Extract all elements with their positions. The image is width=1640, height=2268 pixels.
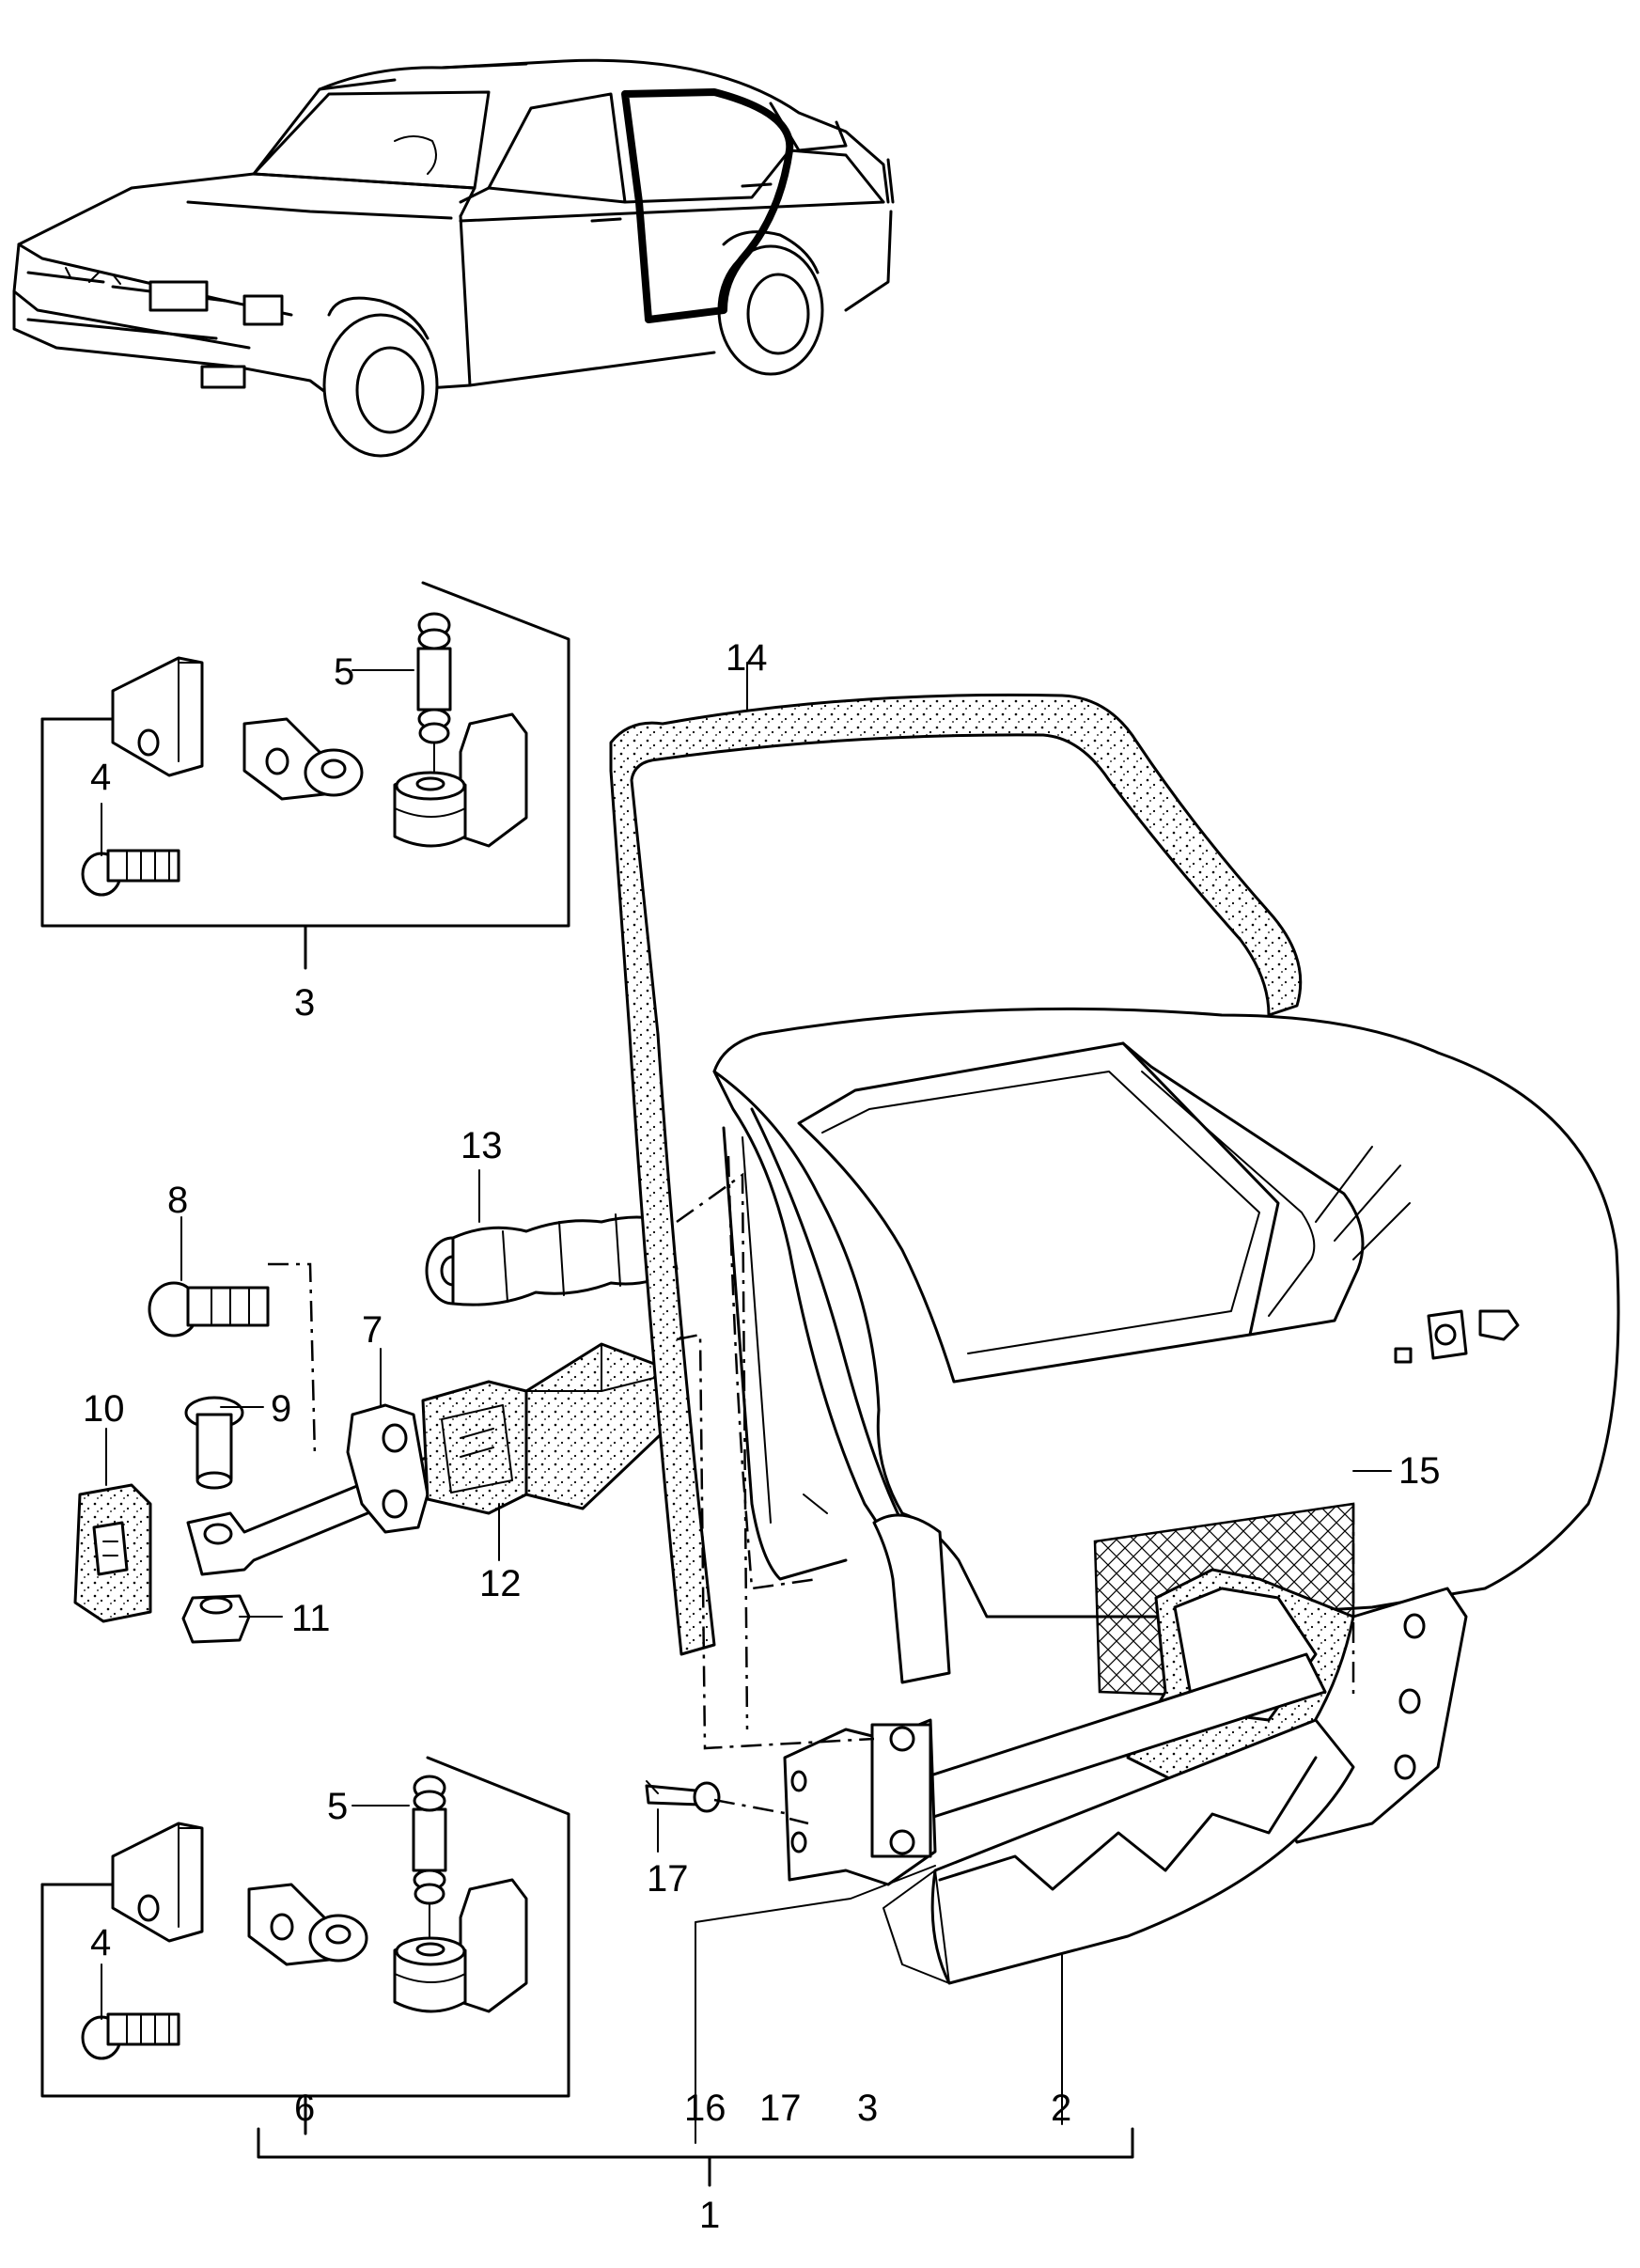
callout-11: 11 <box>291 1598 331 1639</box>
callout-labels: 14 5 4 3 13 8 7 9 10 15 12 11 5 17 4 6 1… <box>83 637 1441 2236</box>
upper-hinge-set <box>40 581 570 970</box>
leader-lines <box>220 662 1392 2187</box>
callout-12: 12 <box>479 1563 522 1604</box>
callout-16: 16 <box>684 2088 726 2129</box>
callout-8: 8 <box>167 1180 188 1221</box>
callout-4-bottom: 4 <box>90 1922 111 1963</box>
lower-hinge-set <box>40 1756 570 2135</box>
car-overview-illustration <box>12 58 895 458</box>
callout-1: 1 <box>699 2195 720 2236</box>
callout-7: 7 <box>362 1309 383 1351</box>
callout-9: 9 <box>271 1388 291 1430</box>
callout-17-bottom: 17 <box>759 2088 802 2129</box>
assembly-guide-lines <box>268 1155 1355 1825</box>
callout-3-top: 3 <box>294 982 315 1024</box>
callout-5-top: 5 <box>334 651 354 693</box>
callout-6: 6 <box>294 2088 315 2129</box>
door-check-assembly <box>73 1213 679 1644</box>
callout-13: 13 <box>461 1125 503 1166</box>
callout-10: 10 <box>83 1388 125 1430</box>
callout-4-top: 4 <box>90 757 111 798</box>
callout-17-left: 17 <box>647 1858 689 1900</box>
callout-14: 14 <box>726 637 768 679</box>
callout-5-bottom: 5 <box>327 1786 348 1827</box>
rear-door-assembly <box>609 693 1620 1985</box>
callout-2: 2 <box>1051 2088 1071 2129</box>
callout-15: 15 <box>1398 1450 1441 1492</box>
callout-3-bottom: 3 <box>857 2088 878 2129</box>
